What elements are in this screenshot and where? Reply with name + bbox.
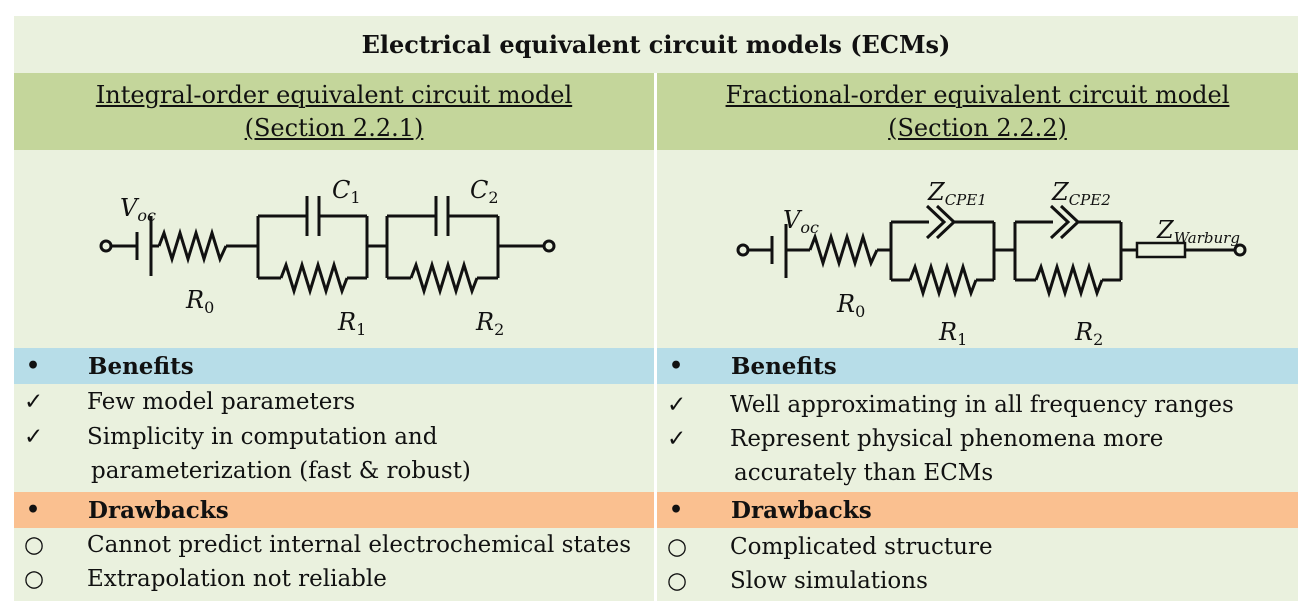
integral-order-title: Integral-order equivalent circuit model [95, 80, 573, 109]
r1-resistor [908, 261, 978, 299]
list-item: ○ Cannot predict internal electrochemica… [14, 528, 674, 562]
left-drawbacks-band: • Drawbacks [14, 492, 654, 528]
list-item: ○ Complicated structure [657, 530, 1298, 564]
circle-bullet-icon: ○ [24, 566, 45, 592]
checkmark-icon: ✓ [24, 389, 44, 415]
r2-resistor [409, 259, 479, 297]
circle-bullet-icon: ○ [24, 532, 45, 558]
integral-order-circuit-diagram: Voc R0 C1 C2 R1 R2 [99, 176, 556, 339]
list-item: ○ Extrapolation not reliable [14, 562, 654, 596]
zcpe2-label: ZCPE2 [1051, 178, 1111, 209]
r1-label: R1 [337, 308, 366, 339]
r0-label: R0 [836, 290, 865, 321]
checkmark-icon: ✓ [667, 392, 687, 418]
terminal-right [542, 239, 556, 253]
list-item: ✓ Few model parameters [14, 385, 654, 419]
integral-order-header: Integral-order equivalent circuit model … [14, 73, 654, 150]
bullet-icon: • [26, 353, 41, 379]
r0-resistor [157, 227, 228, 265]
fractional-order-header: Fractional-order equivalent circuit mode… [657, 73, 1298, 150]
fractional-order-circuit: Voc R0 ZCPE1 ZCPE2 ZWarburg R1 R2 [657, 150, 1298, 346]
r2-label: R2 [1074, 318, 1103, 346]
left-benefits-label: Benefits [88, 352, 194, 380]
r1-resistor [279, 259, 349, 297]
voc-label: Voc [120, 194, 156, 225]
terminal-left [99, 239, 113, 253]
voc-label: Voc [783, 206, 819, 237]
right-drawbacks-band: • Drawbacks [657, 492, 1298, 528]
list-item: ○ Slow simulations [657, 564, 1298, 598]
right-benefits-label: Benefits [731, 352, 837, 380]
column-divider [654, 73, 657, 601]
c2-label: C2 [470, 176, 499, 207]
fractional-order-circuit-diagram: Voc R0 ZCPE1 ZCPE2 ZWarburg R1 R2 [736, 178, 1247, 346]
fractional-order-section: (Section 2.2.2) [888, 113, 1067, 142]
r2-label: R2 [475, 308, 504, 339]
right-benefits-band: • Benefits [657, 348, 1298, 384]
r1-label: R1 [938, 318, 967, 346]
zcpe1-label: ZCPE1 [927, 178, 987, 209]
zwarburg-label: ZWarburg [1156, 216, 1240, 247]
left-benefits-band: • Benefits [14, 348, 654, 384]
table-title: Electrical equivalent circuit models (EC… [361, 30, 951, 59]
bullet-icon: • [26, 497, 41, 523]
bullet-icon: • [669, 497, 684, 523]
ecm-comparison-table: Electrical equivalent circuit models (EC… [14, 16, 1298, 601]
r0-label: R0 [185, 286, 214, 317]
c1-label: C1 [332, 176, 361, 207]
list-item: ✓ Well approximating in all frequency ra… [657, 388, 1298, 422]
terminal-right [1233, 243, 1247, 257]
terminal-left [736, 243, 750, 257]
right-drawbacks-label: Drawbacks [731, 496, 872, 524]
checkmark-icon: ✓ [667, 426, 687, 452]
checkmark-icon: ✓ [24, 424, 44, 450]
circle-bullet-icon: ○ [667, 534, 688, 560]
r2-resistor [1034, 261, 1104, 299]
list-item: ✓ Represent physical phenomena more accu… [657, 422, 1298, 490]
fractional-order-title: Fractional-order equivalent circuit mode… [725, 80, 1230, 109]
circle-bullet-icon: ○ [667, 568, 688, 594]
integral-order-section: (Section 2.2.1) [244, 113, 424, 142]
list-item: ✓ Simplicity in computation and paramete… [14, 420, 654, 488]
r0-resistor [808, 231, 879, 269]
integral-order-circuit: Voc R0 C1 C2 R1 R2 [14, 150, 654, 346]
cpe1-element-a [925, 204, 947, 240]
left-drawbacks-label: Drawbacks [88, 496, 229, 524]
cpe2-element-a [1049, 204, 1071, 240]
bullet-icon: • [669, 353, 684, 379]
